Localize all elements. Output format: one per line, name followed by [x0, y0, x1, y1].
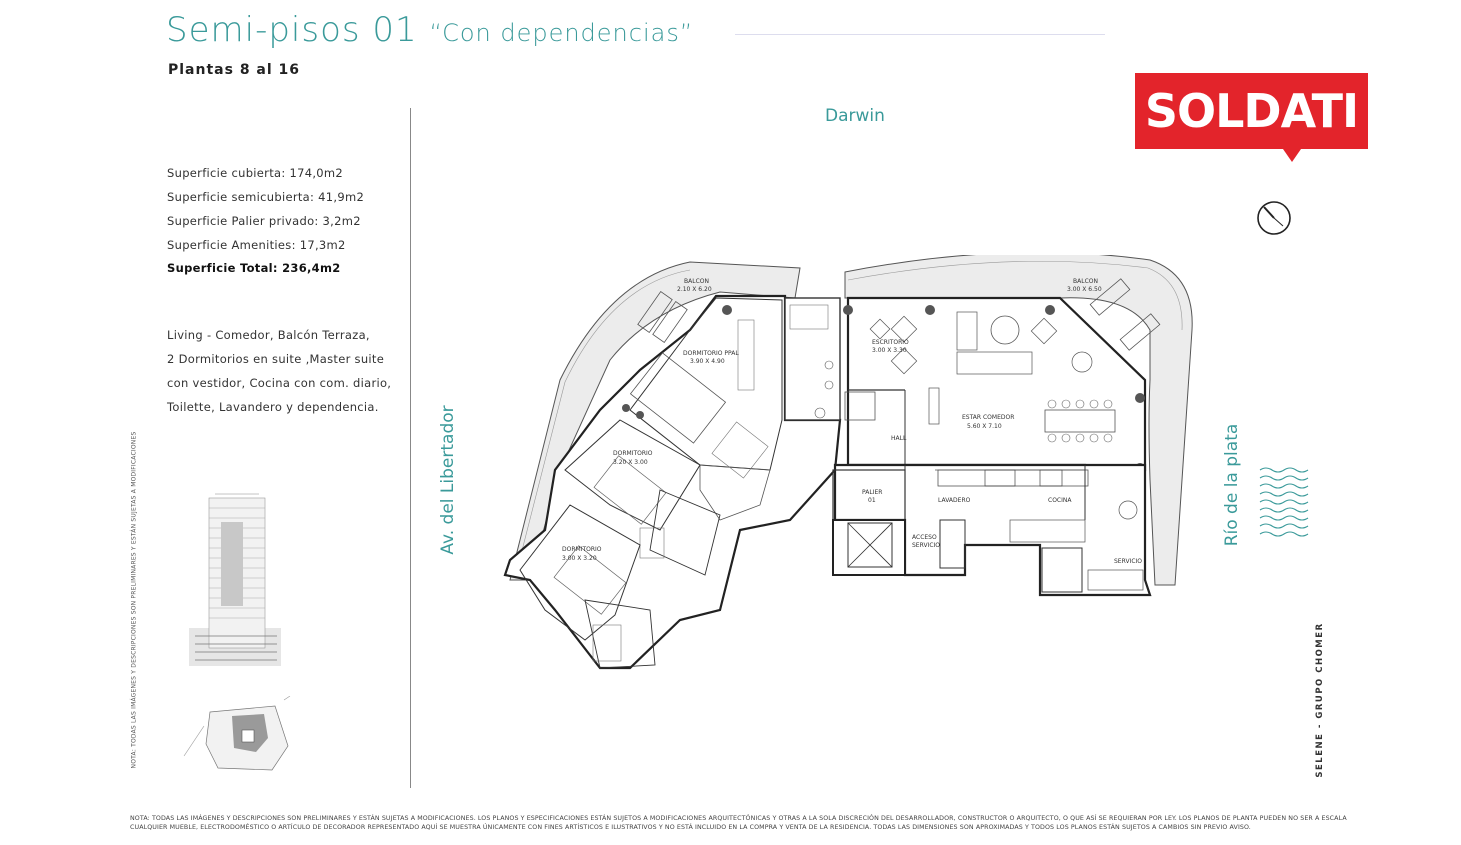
room-service-access-1: ACCESO	[912, 534, 937, 541]
room-bedroom-3-dim: 3.00 X 3.20	[562, 555, 597, 562]
title-rule	[735, 34, 1105, 35]
spec-semicubierta: Superficie semicubierta: 41,9m2	[167, 190, 365, 204]
room-landing-number: 01	[868, 497, 876, 504]
river-waves-icon	[1259, 467, 1309, 537]
room-hall: HALL	[891, 435, 907, 442]
column-divider	[410, 108, 411, 788]
room-laundry: LAVADERO	[938, 497, 971, 504]
disclaimer-line-1: NOTA: TODAS LAS IMÁGENES Y DESCRIPCIONES…	[130, 815, 1347, 822]
desc-line-3: con vestidor, Cocina con com. diario,	[167, 376, 392, 390]
room-master-bedroom: DORMITORIO PPAL	[683, 350, 739, 357]
title-subtitle: “Con dependencias”	[429, 19, 694, 47]
room-living-dining: ESTAR COMEDOR	[962, 414, 1014, 421]
floors-label: Plantas 8 al 16	[168, 62, 301, 78]
room-balcon-west: BALCON	[684, 278, 709, 285]
room-study-dim: 3.00 X 3.30	[872, 347, 907, 354]
spec-palier: Superficie Palier privado: 3,2m2	[167, 214, 361, 228]
title-main: Semi-pisos 01	[166, 10, 418, 50]
spec-total: Superficie Total: 236,4m2	[167, 261, 341, 275]
disclaimer-line-2: CUALQUIER MUEBLE, ELECTRODOMÉSTICO O ART…	[130, 824, 1251, 831]
room-landing: PALIER	[862, 489, 882, 496]
side-note: NOTA: TODAS LAS IMÁGENES Y DESCRIPCIONES…	[130, 431, 138, 769]
logo-pointer	[1283, 149, 1301, 162]
page-title: Semi-pisos 01 “Con dependencias”	[166, 10, 693, 50]
desc-line-4: Toilette, Lavandero y dependencia.	[167, 400, 379, 414]
logo-text: SOLDATI	[1144, 84, 1359, 138]
room-balcon-east: BALCON	[1073, 278, 1098, 285]
room-balcon-east-dim: 3.00 X 6.50	[1067, 286, 1102, 293]
room-bedroom-3: DORMITORIO	[562, 546, 602, 553]
building-elevation-thumbnail	[189, 493, 281, 666]
street-north: Darwin	[825, 106, 885, 126]
spec-amenities: Superficie Amenities: 17,3m2	[167, 238, 346, 252]
site-plan-thumbnail	[183, 696, 291, 771]
room-balcon-west-dim: 2.10 X 6.20	[677, 286, 712, 293]
room-master-bedroom-dim: 3.90 X 4.90	[690, 358, 725, 365]
room-bedroom-2: DORMITORIO	[613, 450, 653, 457]
room-living-dining-dim: 5.60 X 7.10	[967, 423, 1002, 430]
street-east: Río de la plata	[1222, 423, 1242, 547]
street-west: Av. del Libertador	[438, 405, 458, 555]
credit-label: SELENE - GRUPO CHOMER	[1315, 622, 1325, 778]
room-study: ESCRITORIO	[872, 339, 909, 346]
spec-cubierta: Superficie cubierta: 174,0m2	[167, 166, 344, 180]
room-kitchen: COCINA	[1048, 497, 1072, 504]
compass-icon	[1257, 201, 1291, 235]
room-service-access-2: SERVICIO	[912, 542, 940, 549]
soldati-logo	[1135, 73, 1368, 149]
room-bedroom-2-dim: 3.20 X 3.00	[613, 459, 648, 466]
room-service: SERVICIO	[1114, 558, 1142, 565]
floor-plan: BALCON 2.10 X 6.20 BALCON 3.00 X 6.50 DO…	[503, 255, 1193, 670]
desc-line-2: 2 Dormitorios en suite ,Master suite	[167, 352, 385, 366]
desc-line-1: Living - Comedor, Balcón Terraza,	[167, 328, 370, 342]
